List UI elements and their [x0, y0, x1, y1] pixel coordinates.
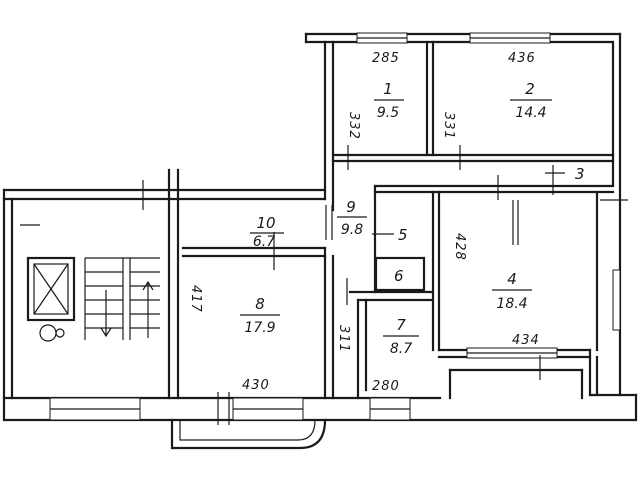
dim-room4-depth: 428	[452, 233, 467, 261]
room-5-label: 5	[398, 226, 408, 244]
room-number: 4	[507, 270, 517, 288]
room-9-label: 9 9.8	[337, 198, 367, 238]
balcony	[170, 418, 327, 450]
dim-room4-width: 434	[512, 333, 540, 348]
room-number: 8	[255, 295, 265, 313]
room-number: 1	[383, 80, 393, 98]
walls	[2, 32, 638, 422]
room-area: 9.8	[341, 222, 363, 238]
room-area: 17.9	[244, 320, 275, 336]
dim-room1-width: 285	[372, 51, 400, 66]
dim-room8-width: 430	[242, 378, 270, 393]
room-4-label: 4 18.4	[492, 270, 532, 312]
door-marks	[20, 145, 628, 425]
room-number: 9	[346, 198, 356, 216]
dim-room2-width: 436	[508, 51, 536, 66]
room-number: 10	[256, 214, 275, 232]
room-area: 8.7	[390, 341, 412, 357]
room-10-label: 10 6.7	[250, 214, 284, 250]
dim-room7-width: 280	[372, 379, 400, 394]
room-area: 9.5	[377, 105, 399, 121]
room-2-label: 2 14.4	[510, 80, 552, 121]
dim-room8-depth: 417	[188, 285, 203, 313]
dim-room1-depth: 332	[346, 112, 361, 140]
room-area: 14.4	[515, 105, 546, 121]
room-number: 7	[396, 316, 406, 334]
room-number: 2	[525, 80, 535, 98]
stairwell	[26, 256, 160, 342]
dim-room2-depth: 331	[441, 112, 456, 140]
room-7-label: 7 8.7	[383, 316, 419, 357]
room-area: 18.4	[496, 296, 527, 312]
room-8-label: 8 17.9	[240, 295, 280, 336]
room-1-label: 1 9.5	[374, 80, 404, 121]
room-6-label: 6	[394, 267, 404, 285]
room-area: 6.7	[253, 234, 275, 250]
dim-room7-depth: 311	[336, 325, 351, 353]
room-3-label: 3	[575, 165, 585, 183]
windows	[49, 32, 621, 421]
